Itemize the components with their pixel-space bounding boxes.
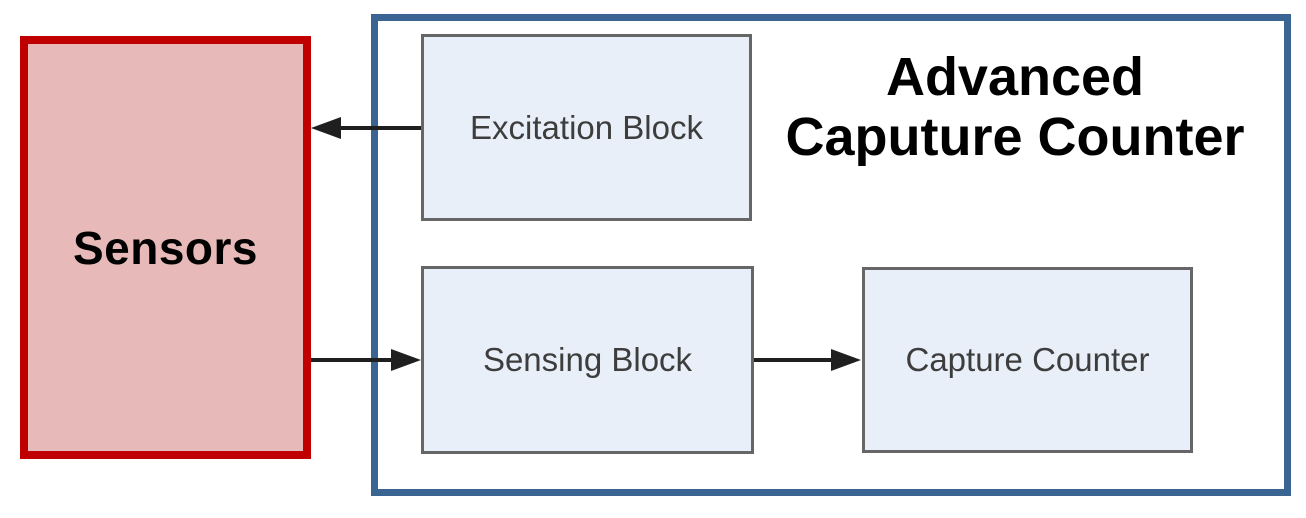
sensing-block-label: Sensing Block xyxy=(482,341,693,378)
container-title-line1: Advanced xyxy=(885,47,1145,107)
sensors-label: Sensors xyxy=(72,221,259,274)
advanced-capture-counter-container: Advanced Caputure Counter Excitation Blo… xyxy=(371,14,1291,496)
capture-counter-block-label: Capture Counter xyxy=(905,341,1150,378)
container-title-line2: Caputure Counter xyxy=(785,107,1245,168)
excitation-block-label: Excitation Block xyxy=(470,108,703,146)
excitation-block: Excitation Block xyxy=(421,34,752,221)
sensing-block: Sensing Block xyxy=(421,266,754,454)
container-title: Advanced Caputure Counter xyxy=(760,47,1270,168)
sensors-box: Sensors xyxy=(20,36,311,459)
capture-counter-block: Capture Counter xyxy=(862,267,1193,453)
